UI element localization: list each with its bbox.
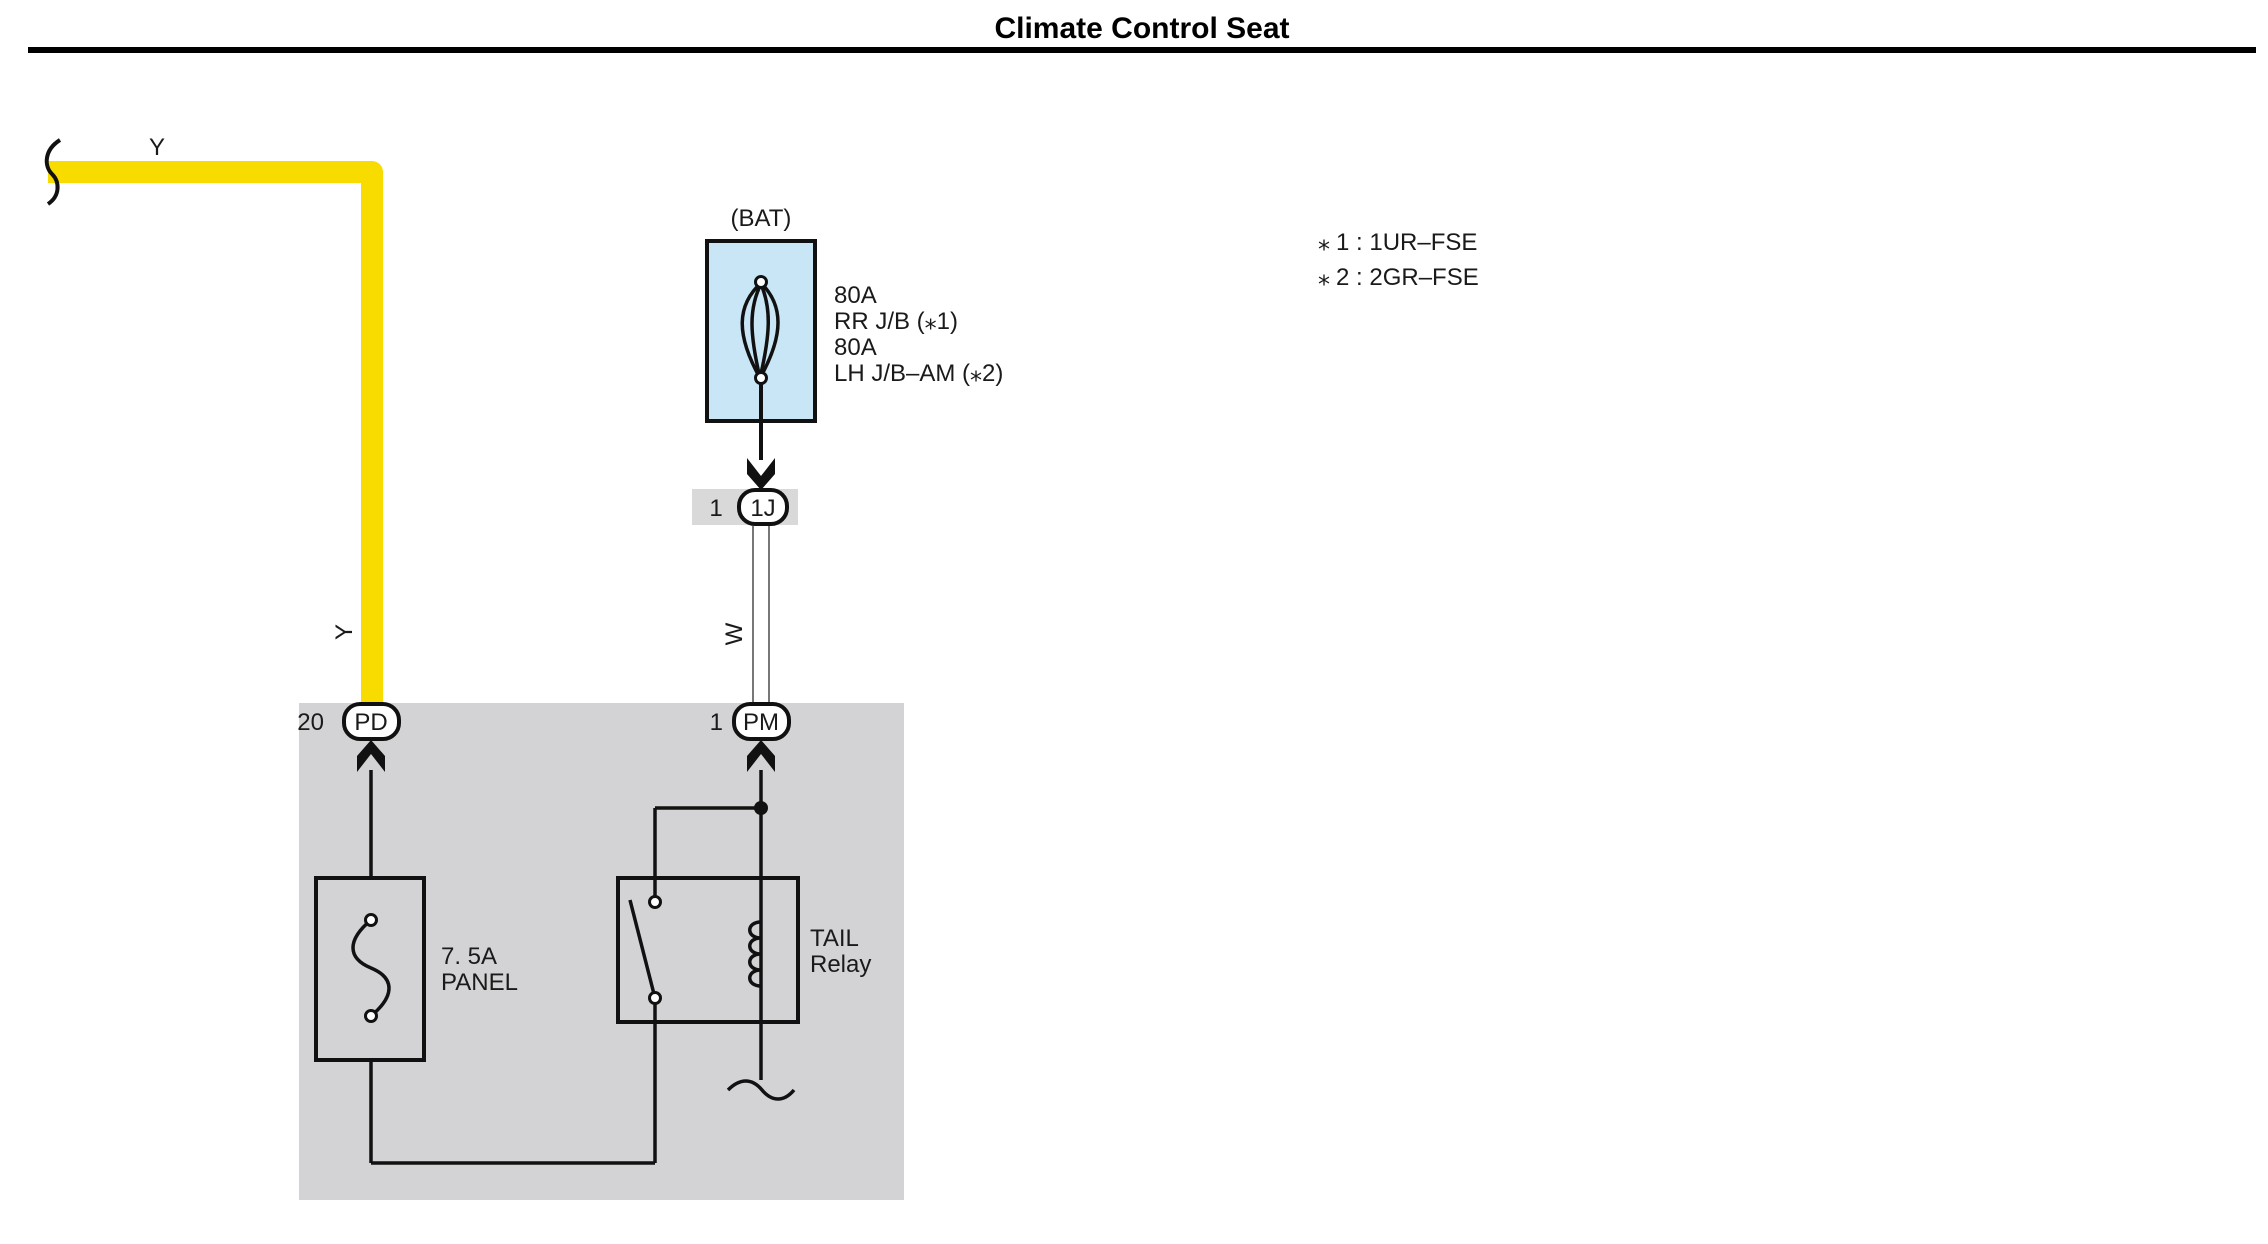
- fuse-location-1: RR J/B (⁎1): [834, 308, 958, 335]
- wire-color-label-top: Y: [149, 134, 165, 161]
- wire-w-color-label: W: [721, 622, 748, 645]
- connector-1j: [692, 488, 798, 526]
- battery-fuse-box: [705, 239, 817, 423]
- wire-break-icon: [44, 138, 62, 206]
- internal-wiring: [369, 770, 763, 1165]
- note-mark: ⁎: [1318, 229, 1330, 256]
- arrow-down-icon: [747, 458, 775, 490]
- note-mark: ⁎: [1318, 264, 1330, 291]
- arrow-up-icon: [357, 740, 385, 772]
- fuse-icon: [351, 918, 391, 1018]
- connector-pd: [342, 702, 401, 741]
- wire-y: [44, 138, 383, 706]
- relay-switch-icon: [628, 899, 657, 999]
- wire-w: [752, 526, 770, 704]
- splice-point: [754, 801, 768, 815]
- connector-pm-pin: 1: [710, 709, 723, 736]
- note-1: ⁎1 : 1UR–FSE: [1318, 229, 1477, 256]
- panel-fuse: [314, 876, 426, 1062]
- connector-pm-id: PM: [743, 709, 779, 736]
- connector-pd-pin: 20: [297, 709, 324, 736]
- fusible-link-icon: [740, 275, 780, 385]
- connector-1j-pin: 1: [709, 495, 722, 522]
- arrow-up-icon: [747, 740, 775, 772]
- fuse-rating-2: 80A: [834, 334, 877, 361]
- junction-block-area: [299, 703, 904, 1200]
- relay-name-line1: TAIL: [810, 925, 859, 952]
- relay-name-line2: Relay: [810, 951, 871, 978]
- panel-fuse-rating: 7. 5A: [441, 943, 497, 970]
- connector-pm: [732, 702, 791, 741]
- fuse-rating-1: 80A: [834, 282, 877, 309]
- note-2: ⁎2 : 2GR–FSE: [1318, 264, 1479, 291]
- battery-source-label: (BAT): [731, 205, 792, 232]
- wire-color-label-side: Y: [331, 624, 358, 640]
- tail-relay: [616, 876, 800, 1024]
- fuse-location-2: LH J/B–AM (⁎2): [834, 360, 1003, 387]
- page-title: Climate Control Seat: [994, 12, 1289, 45]
- ground-icon: [726, 1079, 796, 1101]
- connector-pd-id: PD: [354, 709, 387, 736]
- relay-coil-icon: [748, 920, 762, 988]
- connector-1j-id: 1J: [750, 495, 775, 522]
- note-text: 2 : 2GR–FSE: [1336, 264, 1479, 291]
- note-text: 1 : 1UR–FSE: [1336, 229, 1477, 256]
- panel-fuse-name: PANEL: [441, 969, 518, 996]
